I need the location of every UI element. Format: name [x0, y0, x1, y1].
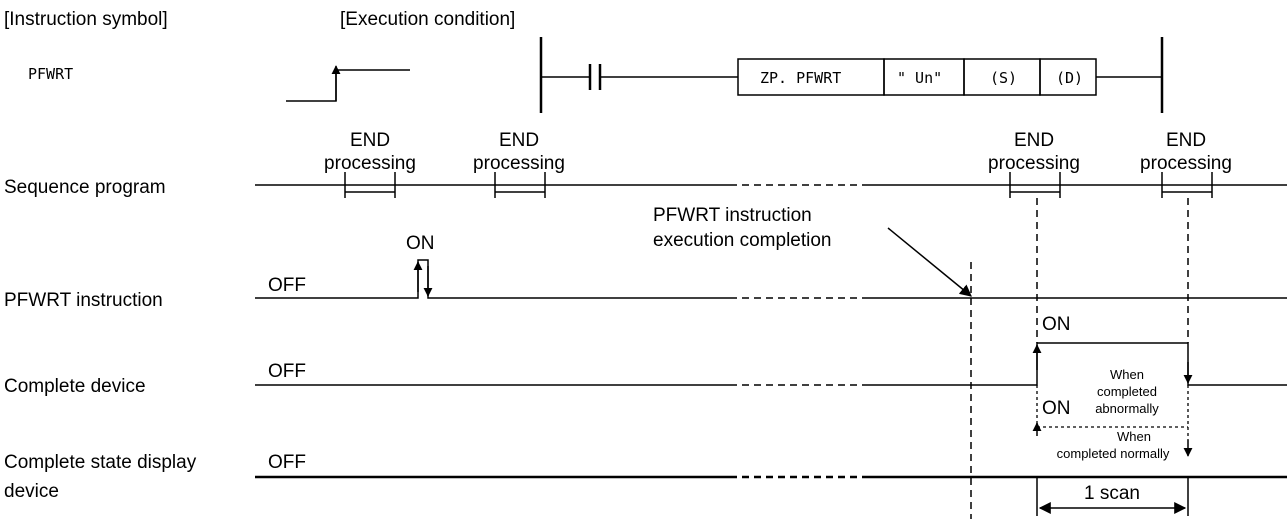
complete-device-timeline: [255, 342, 1287, 386]
row-label-pfwrt-instruction: PFWRT instruction: [4, 290, 163, 311]
complete-state-timeline: [255, 422, 1287, 479]
row-label-sequence-program: Sequence program: [4, 177, 166, 198]
row-label-complete-state-2: device: [4, 481, 59, 502]
pfwrt-on-label: ON: [406, 233, 435, 254]
end-label: END: [1166, 130, 1206, 151]
complete-state-on-label: ON: [1042, 398, 1071, 419]
row-label-complete-device: Complete device: [4, 376, 146, 397]
sequence-program-timeline: [255, 172, 1287, 198]
rising-edge-symbol: [286, 65, 410, 102]
end-block-4: [1161, 172, 1213, 198]
ladder-cell-d-label: (D): [1056, 69, 1083, 87]
complete-device-on-label: ON: [1042, 314, 1071, 335]
ladder-cell-instruction-label: ZP. PFWRT: [760, 69, 841, 87]
normal-note-line-2: completed normally: [1057, 446, 1170, 461]
end-block-1: [344, 172, 396, 198]
end-processing-label-4: END processing: [1140, 130, 1232, 174]
end-block-2: [494, 172, 546, 198]
end-label: END: [499, 130, 539, 151]
execution-condition-heading: [Execution condition]: [340, 9, 515, 30]
complete-state-off-label: OFF: [268, 452, 306, 473]
instruction-symbol-heading: [Instruction symbol]: [4, 9, 168, 30]
processing-label: processing: [1140, 153, 1232, 174]
end-label: END: [350, 130, 390, 151]
one-scan-label: 1 scan: [1084, 483, 1140, 504]
annotation-arrow: [887, 227, 972, 297]
ladder-rung: ZP. PFWRT " Un" (S) (D): [539, 37, 1164, 113]
pfwrt-instruction-timeline: [255, 259, 1287, 299]
end-block-3: [1009, 172, 1061, 198]
abnormal-note-line-2: completed: [1097, 384, 1157, 399]
ladder-cell-s-label: (S): [990, 69, 1017, 87]
processing-label: processing: [324, 153, 416, 174]
row-label-complete-state-1: Complete state display: [4, 452, 197, 473]
end-processing-label-3: END processing: [988, 130, 1080, 174]
instruction-name: PFWRT: [28, 65, 73, 83]
normal-note-line-1: When: [1117, 429, 1151, 444]
pfwrt-off-label: OFF: [268, 275, 306, 296]
processing-label: processing: [988, 153, 1080, 174]
normal-completion-note: When completed normally: [1057, 429, 1170, 461]
complete-device-off-label: OFF: [268, 361, 306, 382]
annotation-line-1: PFWRT instruction: [653, 205, 812, 226]
annotation-line-2: execution completion: [653, 230, 832, 251]
abnormal-completion-note: When completed abnormally: [1095, 367, 1159, 416]
ladder-cell-un-label: " Un": [897, 69, 942, 87]
one-scan-dimension: 1 scan: [1036, 477, 1189, 516]
abnormal-note-line-1: When: [1110, 367, 1144, 382]
end-processing-label-2: END processing: [473, 130, 565, 174]
end-processing-label-1: END processing: [324, 130, 416, 174]
abnormal-note-line-3: abnormally: [1095, 401, 1159, 416]
end-label: END: [1014, 130, 1054, 151]
processing-label: processing: [473, 153, 565, 174]
